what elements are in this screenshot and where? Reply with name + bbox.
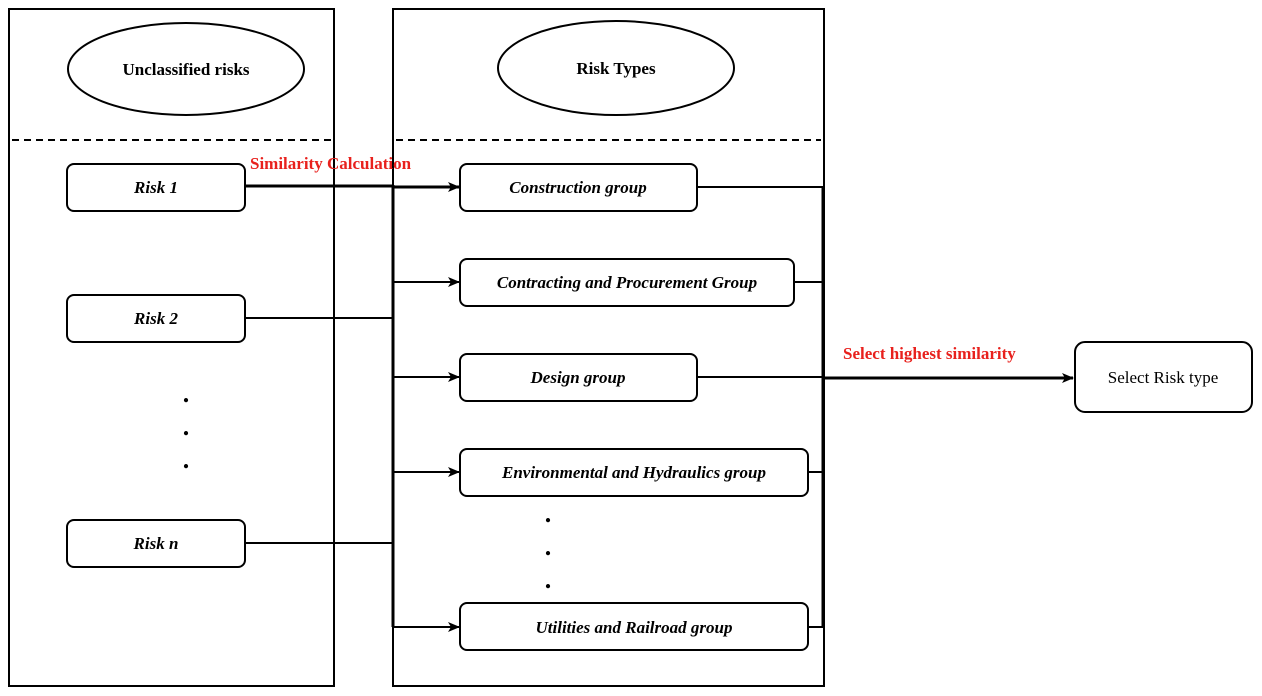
similarity-calculation-label: Similarity Calculation — [250, 154, 412, 173]
design-group-box: Design group — [459, 353, 698, 402]
utilities-group-label: Utilities and Railroad group — [536, 618, 733, 637]
environmental-group-label: Environmental and Hydraulics group — [501, 463, 766, 482]
unclassified-title-ellipse — [67, 22, 305, 116]
middle-ellipsis-dot-2: . — [545, 532, 552, 561]
unclassified-panel — [8, 8, 335, 687]
select-risk-type-label: Select Risk type — [1108, 368, 1218, 387]
utilities-group-box: Utilities and Railroad group — [459, 602, 809, 651]
risk-1-label: Risk 1 — [133, 178, 178, 197]
construction-group-label: Construction group — [509, 178, 646, 197]
construction-group-box: Construction group — [459, 163, 698, 212]
risk-n-box: Risk n — [66, 519, 246, 568]
unclassified-title: Unclassified risks — [122, 60, 249, 79]
contracting-group-label: Contracting and Procurement Group — [497, 273, 757, 292]
middle-ellipsis-dot-1: . — [545, 499, 552, 528]
risk-2-box: Risk 2 — [66, 294, 246, 343]
middle-ellipsis-dot-3: . — [545, 565, 552, 594]
risk-2-label: Risk 2 — [133, 309, 178, 328]
risk-types-title: Risk Types — [576, 59, 656, 78]
contracting-group-box: Contracting and Procurement Group — [459, 258, 795, 307]
select-highest-similarity-label: Select highest similarity — [843, 344, 1016, 363]
risk-1-box: Risk 1 — [66, 163, 246, 212]
risk-n-label: Risk n — [133, 534, 179, 553]
left-ellipsis-dot-3: . — [183, 445, 190, 474]
risk-types-title-ellipse — [497, 20, 735, 116]
environmental-group-box: Environmental and Hydraulics group — [459, 448, 809, 497]
design-group-label: Design group — [530, 368, 626, 387]
select-risk-type-box: Select Risk type — [1074, 341, 1253, 413]
left-ellipsis-dot-1: . — [183, 379, 190, 408]
left-ellipsis-dot-2: . — [183, 412, 190, 441]
